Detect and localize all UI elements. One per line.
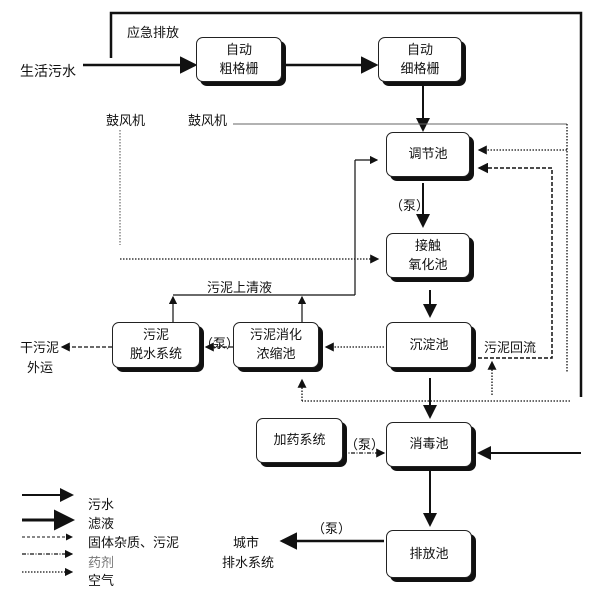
sludge-return-label: 污泥回流 (484, 341, 537, 356)
box-line: 自动 (406, 42, 433, 58)
box-line: 加药系统 (273, 433, 326, 448)
box-line: 污泥 (142, 328, 169, 343)
blower-label: 鼓风机 (106, 114, 146, 129)
equalization-tank-box: 调节池 (386, 132, 470, 177)
dosing-system-box: 加药系统 (256, 418, 343, 463)
box-line: 沉淀池 (409, 337, 449, 353)
discharge-tank-box: 排放池 (386, 530, 472, 578)
blower-label: 鼓风机 (188, 114, 228, 129)
legend-label: 污水 (88, 498, 115, 513)
box-line: 粗格栅 (219, 61, 259, 77)
coarse-screen-box: 自动粗格栅 (196, 37, 282, 82)
legend-label: 固体杂质、污泥 (88, 536, 180, 551)
box-line: 污泥消化 (249, 328, 302, 343)
legend-label: 滤液 (88, 517, 115, 532)
box-line: 氧化池 (408, 257, 448, 273)
pump-label: （泵） (390, 199, 430, 214)
drain-system-label: 排水系统 (222, 556, 275, 571)
legend-label: 空气 (88, 574, 115, 589)
supernatant-label: 污泥上清液 (207, 281, 273, 296)
digestion-box: 污泥消化浓缩池 (233, 322, 319, 368)
box-line: 浓缩池 (256, 347, 296, 362)
disinfection-tank-box: 消毒池 (386, 422, 472, 467)
box-line: 脱水系统 (129, 347, 182, 362)
pump-label: （泵） (200, 337, 240, 352)
legend-label: 药剂 (88, 556, 115, 571)
input-label: 生活污水 (20, 64, 76, 80)
box-line: 接触 (414, 238, 441, 254)
box-line: 调节池 (408, 147, 448, 162)
pump-label: （泵） (345, 438, 385, 453)
emergency-label: 应急排放 (127, 26, 180, 41)
box-line: 细格栅 (400, 61, 440, 77)
fine-screen-box: 自动细格栅 (378, 37, 462, 82)
pump-label: （泵） (312, 522, 352, 537)
box-line: 消毒池 (409, 437, 449, 452)
city-label: 城市 (233, 536, 260, 551)
settling-tank-box: 沉淀池 (386, 322, 472, 368)
outbound-label: 外运 (27, 361, 54, 376)
dry-sludge-label: 干污泥 (20, 341, 60, 356)
box-line: 排放池 (409, 546, 449, 562)
emergency-line (109, 11, 583, 397)
dewatering-box: 污泥脱水系统 (112, 322, 200, 368)
box-line: 自动 (225, 42, 252, 58)
contact-oxidation-box: 接触氧化池 (386, 233, 470, 278)
